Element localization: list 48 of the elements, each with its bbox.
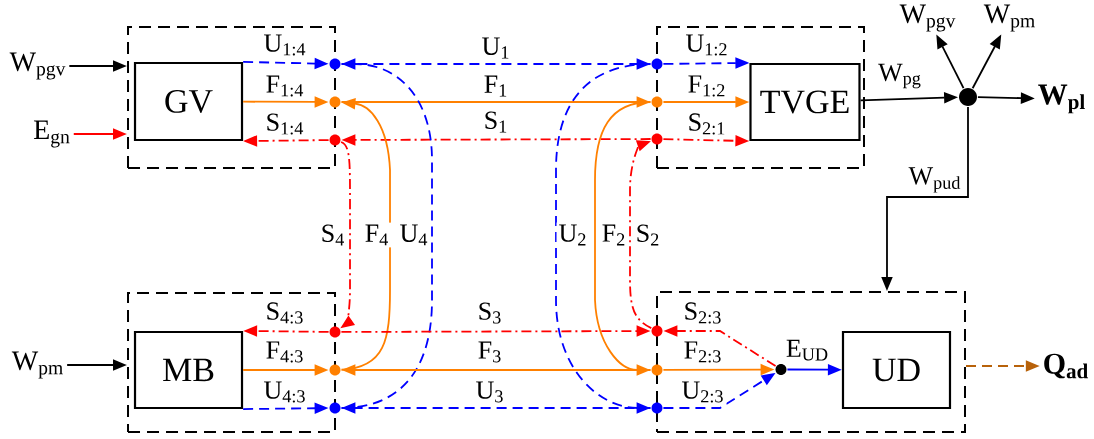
edge-label: F$_{4:3}$ [263,339,307,365]
edge-label: U$_{2}$ [556,222,590,248]
arrow [340,98,391,371]
process-box: MB [133,330,244,410]
dashed-frame [127,26,336,169]
dot-label: E$_{UD}$ [786,339,828,361]
edge-label: U$_{3}$ [473,379,507,405]
signal-label: W$_{pgv}$ [899,4,956,32]
edge-label: F$_{1:4}$ [263,73,307,99]
signal-label: W$_{pm}$ [983,4,1035,32]
edge-label: S$_{3}$ [475,300,505,326]
signal-label: E$_{gn}$ [34,120,70,148]
edge-label: F$_{3}$ [475,339,505,365]
process-box: TVGE [749,62,861,142]
signal-label: W$_{pl}$ [1038,84,1085,114]
edge-label: F$_{4}$ [362,222,392,248]
edge-label: U$_{1:2}$ [683,32,731,58]
edge-label: F$_{2:3}$ [681,339,725,365]
edge-label: U$_{2:3}$ [679,379,727,405]
signal-label: W$_{pgv}$ [9,52,66,80]
edge-label: S$_{2}$ [633,222,663,248]
edge-label: F$_{1:2}$ [685,73,729,99]
signal-label: Q$_{ad}$ [1044,353,1088,379]
edge-label: S$_{2:1}$ [685,111,729,137]
edge-label: S$_{4:3}$ [263,300,307,326]
arrow [555,63,652,414]
signal-label: W$_{pm}$ [11,351,63,379]
edge-label: F$_{1}$ [481,73,511,99]
edge-label: W$_{pg}$ [876,61,924,91]
edge-label: S$_{2:3}$ [681,300,725,326]
edge-label: W$_{pud}$ [906,165,964,195]
process-box: GV [133,61,244,142]
edge-label: U$_{1}$ [479,35,513,61]
edge-label: S$_{1}$ [481,109,511,135]
dashed-frame [127,292,336,433]
arrow [340,58,433,409]
edge-label: S$_{1:4}$ [263,111,307,137]
edge-label: U$_{4:3}$ [261,379,309,405]
dashed-frame [656,26,865,169]
process-box: UD [841,330,952,410]
edge-label: S$_{4}$ [318,222,348,248]
edge-label: F$_{2}$ [599,222,629,248]
dashed-frame [656,291,966,433]
edge-label: U$_{1:4}$ [261,32,309,58]
arrow [594,101,652,376]
edge-label: U$_{4}$ [397,222,431,248]
arrow [629,140,653,330]
junction-dot [959,88,977,106]
